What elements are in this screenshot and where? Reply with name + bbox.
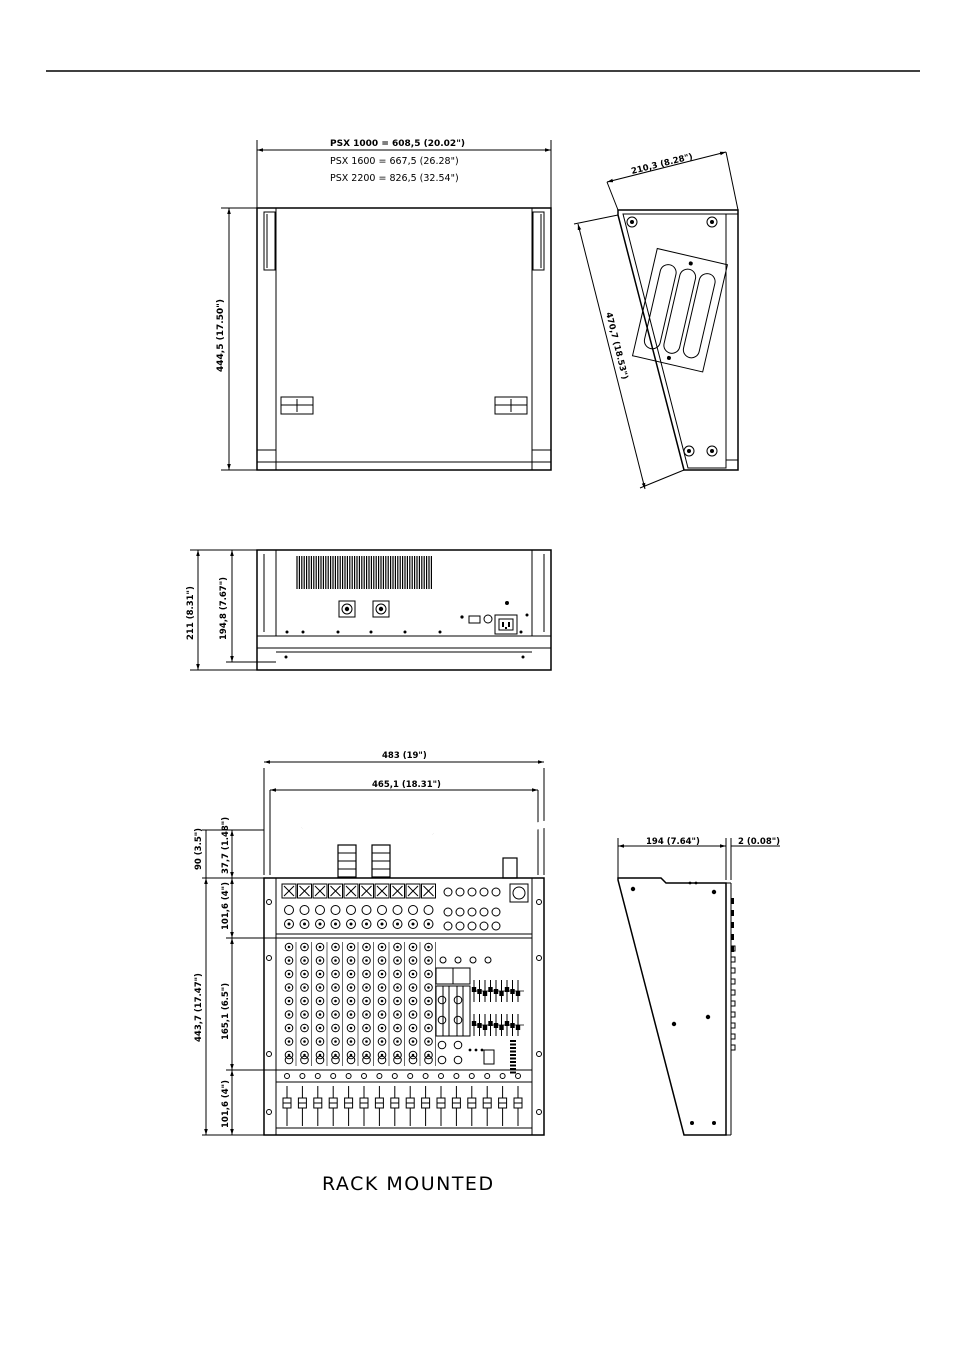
side-view: 210,3 (8.28") 470,7 (18.53") [574, 152, 738, 489]
cooling-fins [297, 556, 431, 589]
dim-rack-seg2: 165,1 (6.5") [221, 983, 231, 1040]
dim-rear-outer: 211 (8.31") [186, 586, 196, 640]
dim-rack-top1: 90 (3.5") [194, 828, 204, 870]
dim-psx1000: PSX 1000 = 608,5 (20.02") [330, 139, 465, 149]
rack-side-view: 194 (7.64") 2 (0.08") [618, 837, 780, 1135]
dim-psx1600: PSX 1600 = 667,5 (26.28") [330, 156, 459, 167]
dim-rack-width-inner: 465,1 (18.31") [372, 780, 441, 790]
top-view: PSX 1000 = 608,5 (20.02") PSX 1600 = 667… [216, 139, 551, 470]
dim-depth: 444,5 (17.50") [216, 299, 226, 372]
dim-side-top: 210,3 (8.28") [630, 152, 694, 177]
dim-rack-top2: 37,7 (1.48") [221, 817, 231, 874]
dim-rack-seg3: 101,6 (4") [221, 1080, 231, 1128]
graphic-eq [472, 980, 524, 1036]
rear-view: 211 (8.31") 194,8 (7.67") [186, 550, 551, 670]
rack-side-jacks [731, 898, 735, 1050]
dim-rack-side-extra: 2 (0.08") [738, 837, 780, 847]
meter-leds [469, 1040, 516, 1074]
dim-psx2200: PSX 2200 = 826,5 (32.54") [330, 173, 459, 184]
dim-rack-side-depth: 194 (7.64") [646, 837, 700, 847]
dim-rear-inner: 194,8 (7.67") [219, 577, 229, 640]
dim-side-diag: 470,7 (18.53") [603, 311, 629, 380]
dim-rack-seg1: 101,6 (4") [221, 882, 231, 930]
dim-rack-height: 443,7 (17.47") [194, 973, 204, 1042]
rack-front-view: 483 (19") 465,1 (18.31") [194, 751, 548, 1135]
caption-rack-mounted: RACK MOUNTED [322, 1173, 495, 1195]
rack-faders [283, 1074, 522, 1127]
rack-master-section [436, 968, 524, 1074]
dim-rack-width-outer: 483 (19") [382, 751, 427, 761]
rack-top-strip [282, 884, 528, 930]
rack-channel-knobs [285, 942, 491, 1066]
